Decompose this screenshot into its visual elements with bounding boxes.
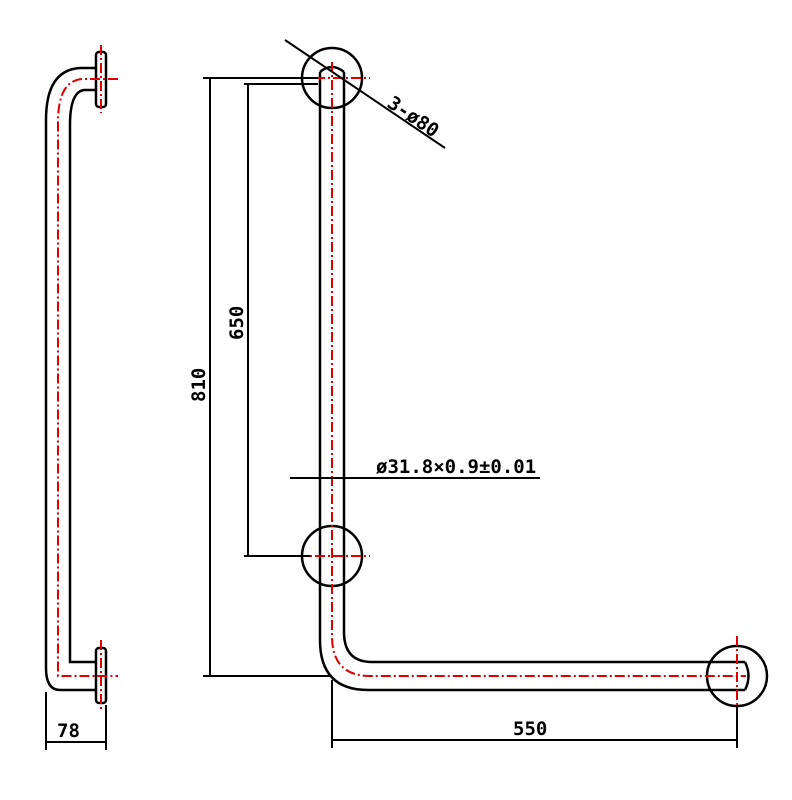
dim-550-label: 550 xyxy=(513,718,547,740)
flange-callout-leader xyxy=(284,39,446,149)
flange-callout-label: 3-ø80 xyxy=(383,92,443,142)
front-tube-inner xyxy=(342,72,745,664)
side-tube-inner xyxy=(68,88,96,664)
front-tube-right-end xyxy=(743,661,750,691)
front-tube-outer xyxy=(318,72,745,692)
dim-78-label: 78 xyxy=(57,720,80,742)
side-view: 78 xyxy=(44,45,118,750)
side-tube-outer xyxy=(44,66,96,692)
dim-650-label: 650 xyxy=(226,306,248,340)
dim-810-label: 810 xyxy=(188,368,210,402)
front-centerline xyxy=(331,62,746,677)
front-view: 3-ø80 ø31.8×0.9±0.01 810 650 550 xyxy=(188,39,769,748)
tube-spec-label: ø31.8×0.9±0.01 xyxy=(376,456,536,478)
side-centerline xyxy=(57,78,118,677)
